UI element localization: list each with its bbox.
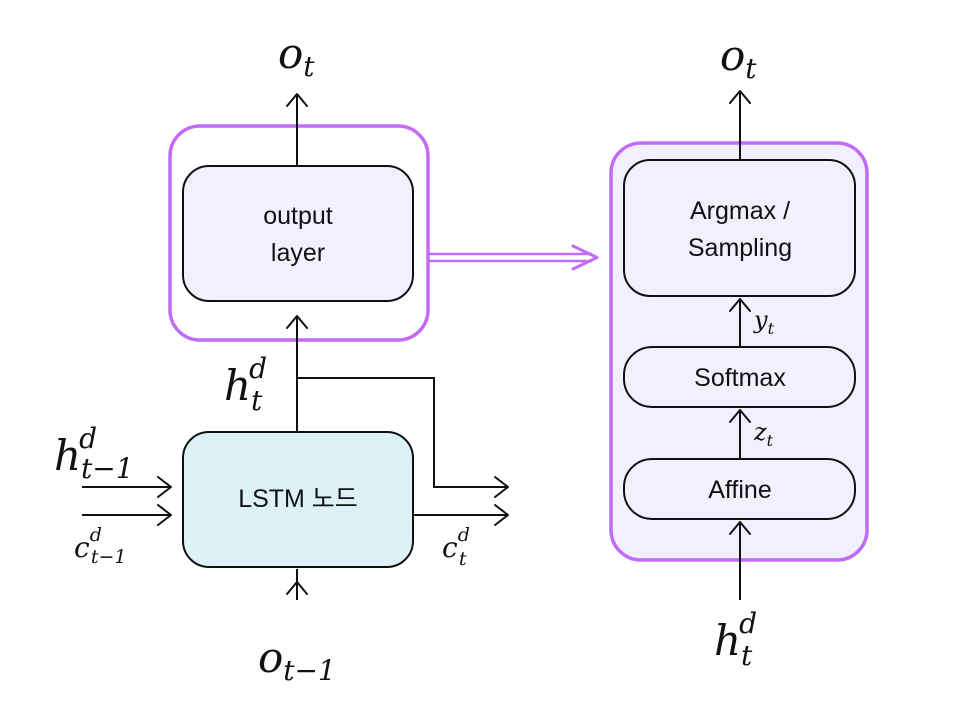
- arrowhead: [286, 93, 308, 107]
- o-t-label-left: ot: [278, 29, 315, 83]
- hidden-state-branch: [297, 377, 507, 488]
- argmax-label-line2: Sampling: [688, 234, 792, 262]
- arrowhead: [157, 476, 172, 498]
- z-t-label: zt: [753, 418, 774, 450]
- output-layer-box: [182, 165, 414, 302]
- softmax-label: Softmax: [694, 364, 786, 392]
- y-t-label: yt: [753, 306, 775, 338]
- output-layer-label-line2: layer: [271, 239, 325, 267]
- arrowhead: [729, 298, 751, 312]
- argmax-label-line1: Argmax /: [690, 197, 790, 225]
- arrowhead: [494, 504, 509, 526]
- arrowhead: [494, 476, 509, 498]
- o-prev-label: ot−1: [258, 633, 336, 687]
- o-t-label-right: ot: [720, 31, 757, 85]
- arrowhead: [729, 409, 751, 423]
- argmax-sampling-box: [623, 159, 856, 297]
- output-layer-label-line1: output: [263, 202, 333, 230]
- expand-arrowhead: [571, 244, 599, 271]
- lstm-node-label: LSTM 노드: [238, 485, 358, 513]
- arrowhead: [729, 521, 751, 535]
- affine-label: Affine: [708, 476, 771, 504]
- arrowhead: [286, 581, 308, 595]
- arrowhead: [286, 315, 308, 329]
- arrowhead: [729, 90, 751, 104]
- arrowhead: [157, 504, 172, 526]
